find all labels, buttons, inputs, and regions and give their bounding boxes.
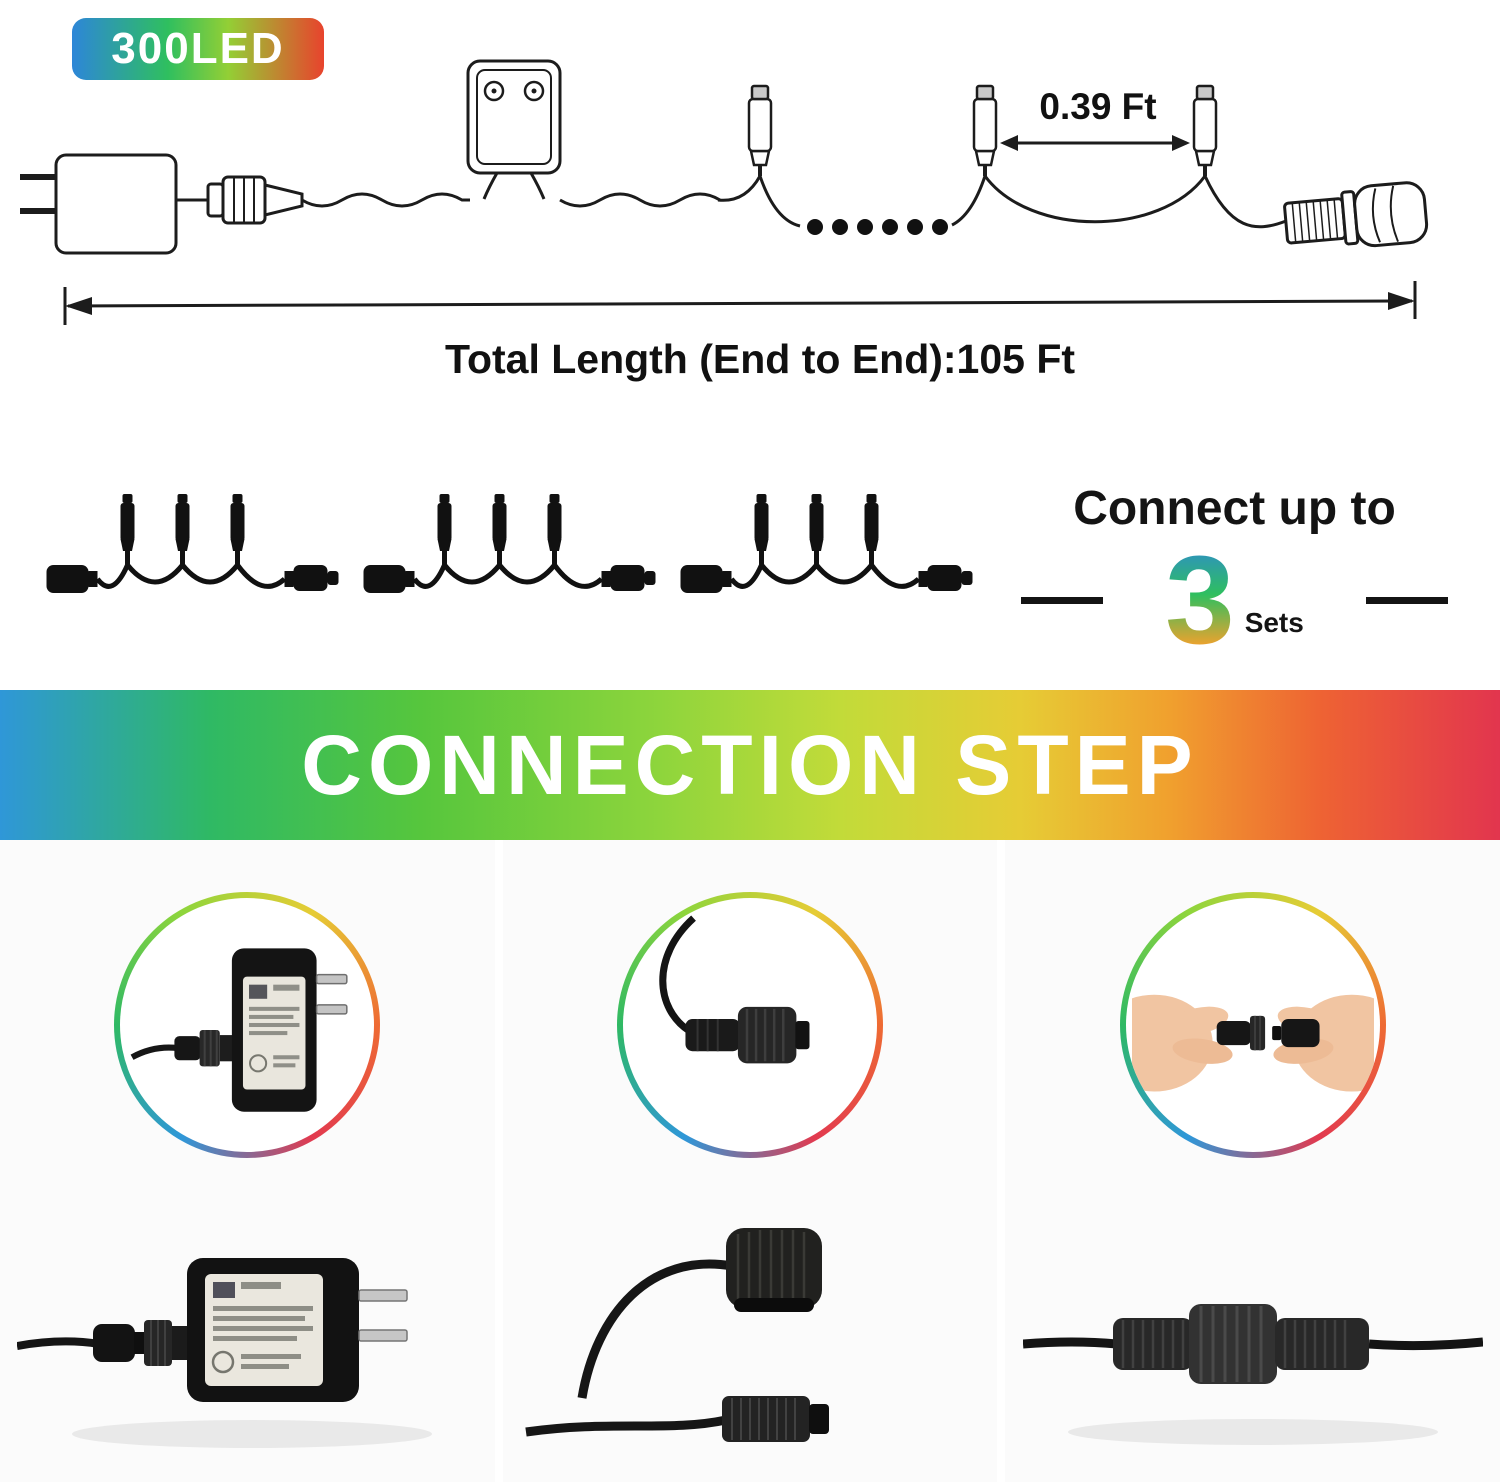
- left-dash: [1021, 597, 1103, 604]
- hands-joining-illustration: [1131, 994, 1374, 1092]
- adapter-connection-photo: [17, 1258, 433, 1448]
- right-dash: [1366, 597, 1448, 604]
- bulb-spacing-label: 0.39 Ft: [1039, 86, 1156, 127]
- sets-unit-label: Sets: [1244, 606, 1304, 638]
- led-bulb: [1192, 84, 1218, 178]
- cap-connector-photo: [525, 1228, 829, 1442]
- banner-title: CONNECTION STEP: [301, 717, 1199, 812]
- connect-heading: Connect up to: [1073, 482, 1396, 535]
- step-circle: [616, 892, 883, 1158]
- total-length-arrow: [63, 281, 1417, 325]
- step-panel-adapter: [0, 840, 495, 1482]
- connect-up-to-block: Connect up to 3 Sets: [979, 481, 1460, 663]
- wire: [301, 175, 1287, 229]
- joined-connector-photo: [1022, 1304, 1483, 1445]
- step-circle-inner: [1125, 898, 1380, 1152]
- led-bulb: [747, 84, 773, 178]
- string-sets: [40, 487, 979, 657]
- cap-connector-illustration: [659, 915, 810, 1064]
- step-circle-inner: [120, 898, 375, 1152]
- power-plug: [20, 153, 178, 255]
- adapter-with-connector-illustration: [130, 948, 348, 1112]
- string-set: [40, 487, 345, 657]
- controller-box: [466, 59, 562, 200]
- string-set: [357, 487, 662, 657]
- step-circle: [114, 892, 381, 1158]
- connection-step-banner: CONNECTION STEP: [0, 690, 1500, 840]
- screw-coupler: [176, 175, 304, 225]
- string-light-diagram: 0.39 Ft: [20, 59, 1429, 382]
- led-count-badge: 300LED: [72, 18, 324, 80]
- total-length-label: Total Length (End to End):105 Ft: [445, 336, 1075, 382]
- step-circle-inner: [622, 898, 877, 1152]
- end-connector: [1283, 181, 1429, 248]
- bulb-spacing-arrow: [1000, 135, 1190, 151]
- continuation-dots: [807, 219, 948, 235]
- led-bulb: [972, 84, 998, 178]
- connection-steps-section: [0, 840, 1500, 1482]
- sets-count: 3: [1165, 531, 1235, 670]
- step-panel-cap: [502, 840, 998, 1482]
- step-circle: [1119, 892, 1386, 1158]
- overview-section: 300LED: [0, 0, 1500, 690]
- led-count-label: 300LED: [111, 24, 285, 73]
- step-panel-join: [1005, 840, 1500, 1482]
- connect-row: Connect up to 3 Sets: [40, 472, 1460, 672]
- string-set: [674, 487, 979, 657]
